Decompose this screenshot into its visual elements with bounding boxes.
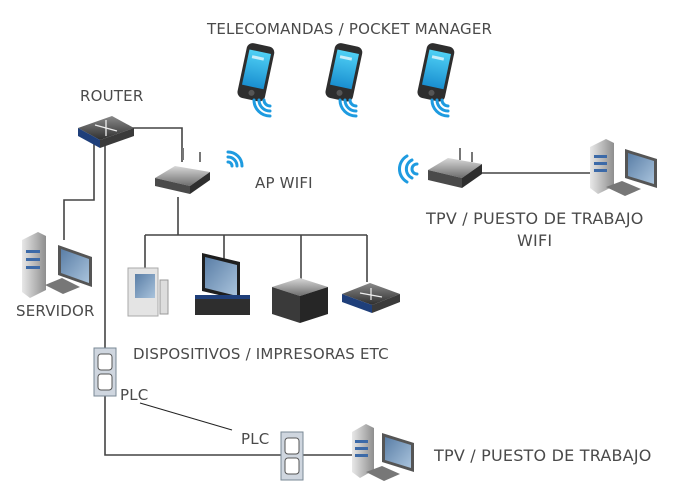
- phone-3: [417, 43, 455, 102]
- device-switch-icon: [342, 283, 400, 313]
- ap-wifi-icon: [155, 148, 210, 194]
- router-icon: [78, 116, 134, 148]
- tpv-pc-icon: [352, 424, 414, 481]
- router-to-server-line: [63, 143, 95, 240]
- telecomandas-label: TELECOMANDAS / POCKET MANAGER: [207, 20, 493, 38]
- plc-outlet-2-icon: [280, 431, 304, 481]
- wifi-icon: [338, 98, 358, 118]
- wifi-tpv-pc-icon: [590, 139, 657, 196]
- wifi-icon: [397, 154, 419, 184]
- wifi-router-icon: [428, 148, 482, 188]
- servidor-label: SERVIDOR: [16, 302, 95, 320]
- device-tv-icon: [195, 253, 250, 315]
- router-label: ROUTER: [80, 87, 144, 105]
- ap-wifi-label: AP WIFI: [255, 174, 313, 192]
- wifi-icon: [252, 98, 272, 118]
- device-receiver-icon: [272, 278, 328, 323]
- wifi-icon: [226, 150, 244, 168]
- server-pc-icon: [22, 232, 92, 298]
- router-to-ap-line: [128, 127, 183, 162]
- phone-1: [237, 43, 275, 102]
- tpv-wifi-label-line1: TPV / PUESTO DE TRABAJO: [426, 209, 644, 228]
- plc-label-1: PLC: [120, 386, 149, 404]
- wifi-icon: [430, 98, 450, 118]
- connections: [63, 127, 594, 456]
- plc-to-tpv-line: [104, 395, 355, 456]
- plc-link-line: [139, 402, 233, 431]
- phone-2: [325, 43, 363, 102]
- device-kiosk-icon: [127, 267, 169, 317]
- dispositivos-label: DISPOSITIVOS / IMPRESORAS ETC: [133, 345, 389, 363]
- plc-outlet-1-icon: [93, 347, 117, 397]
- plc-label-2: PLC: [241, 430, 270, 448]
- tpv-label: TPV / PUESTO DE TRABAJO: [434, 446, 652, 465]
- tpv-wifi-label-line2: WIFI: [517, 231, 553, 250]
